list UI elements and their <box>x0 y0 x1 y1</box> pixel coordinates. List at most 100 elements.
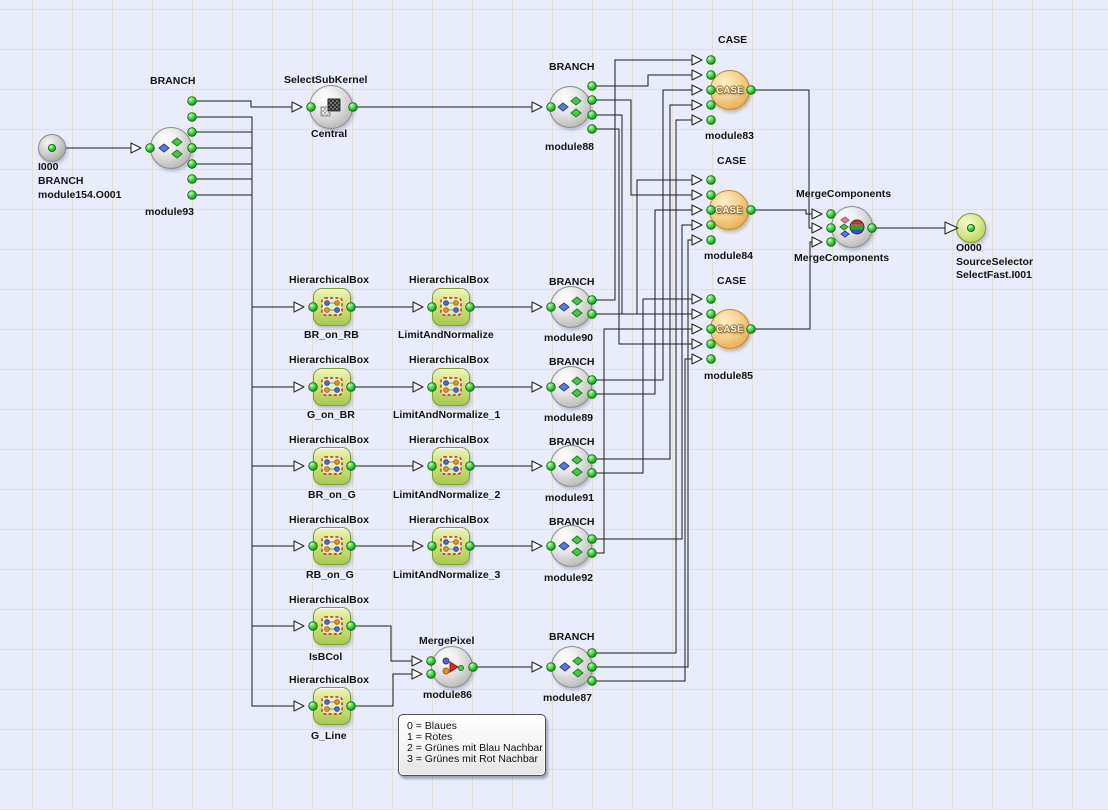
input-port-dot[interactable] <box>706 175 716 185</box>
input-arrow-icon <box>691 69 703 81</box>
node-name: MergeComponents <box>794 252 890 264</box>
branch-node-module88[interactable] <box>549 86 591 128</box>
node-name: RB_on_G <box>306 569 354 581</box>
output-port-dot[interactable] <box>187 174 197 184</box>
wire <box>592 298 692 474</box>
legend-note[interactable]: 0 = Blaues 1 = Rotes 2 = Grünes mit Blau… <box>398 714 546 776</box>
hierarchicalbox-node-limitandnormalize[interactable] <box>432 288 470 326</box>
wire <box>592 128 692 345</box>
branch-icon <box>158 137 183 159</box>
output-node-id: O000 <box>956 242 982 254</box>
hierarchical-box-icon <box>321 536 343 555</box>
node-name: LimitAndNormalize_3 <box>393 569 501 581</box>
branch-node-module87[interactable] <box>551 646 593 688</box>
legend-line: 1 = Rotes <box>407 731 453 743</box>
output-port-dot[interactable] <box>587 81 597 91</box>
wire <box>192 131 294 388</box>
output-port-dot[interactable] <box>187 112 197 122</box>
node-title: HierarchicalBox <box>409 434 489 446</box>
wire <box>592 99 692 196</box>
node-title: HierarchicalBox <box>289 434 369 446</box>
input-port-dot[interactable] <box>706 294 716 304</box>
node-name: IsBCol <box>309 651 343 663</box>
hierarchicalbox-node-g_on_br[interactable] <box>313 368 351 406</box>
input-arrow-icon <box>531 101 543 113</box>
output-port-dot[interactable] <box>187 190 197 200</box>
hierarchicalbox-node-br_on_rb[interactable] <box>313 288 351 326</box>
wire <box>751 209 812 215</box>
input-port-dot[interactable] <box>706 55 716 65</box>
output-node-label: O000 SourceSelector SelectFast.I001 <box>956 242 1033 283</box>
node-name: module93 <box>145 206 195 218</box>
node-name: module89 <box>544 412 594 424</box>
branch-node-module89[interactable] <box>550 366 592 408</box>
branch-node-module90[interactable] <box>550 286 592 328</box>
mergecomponents-node[interactable] <box>831 206 873 248</box>
hierarchical-box-icon <box>321 297 343 316</box>
input-arrow-icon <box>130 142 142 154</box>
wire <box>592 358 692 682</box>
branch-icon <box>559 656 584 678</box>
branch-icon <box>558 535 583 557</box>
hierarchicalbox-node-limitandnormalize_2[interactable] <box>432 447 470 485</box>
wire <box>192 163 294 547</box>
node-name: Central <box>311 128 348 140</box>
hierarchical-box-icon <box>440 456 462 475</box>
hierarchicalbox-node-br_on_g[interactable] <box>313 447 351 485</box>
wire <box>592 328 692 554</box>
output-port-dot[interactable] <box>187 96 197 106</box>
input-node-i000[interactable] <box>38 134 66 162</box>
input-arrow-icon <box>293 540 305 552</box>
legend-line: 0 = Blaues <box>407 720 457 732</box>
output-port-dot[interactable] <box>187 159 197 169</box>
input-arrow-icon <box>691 174 703 186</box>
output-port-dot[interactable] <box>187 127 197 137</box>
mergepixel-node-module86[interactable] <box>431 646 473 688</box>
node-name: module86 <box>423 689 473 701</box>
case-node-module84[interactable]: CASE <box>709 190 749 230</box>
hierarchical-box-icon <box>321 696 343 715</box>
node-name: module84 <box>704 250 754 262</box>
input-arrow-icon <box>691 234 703 246</box>
input-arrow-icon <box>293 460 305 472</box>
case-node-module85[interactable]: CASE <box>710 309 750 349</box>
hierarchicalbox-node-limitandnormalize_1[interactable] <box>432 368 470 406</box>
input-arrow-icon <box>811 208 823 220</box>
node-title: HierarchicalBox <box>289 514 369 526</box>
output-node-type: SourceSelector <box>956 255 1034 268</box>
input-arrow-icon <box>531 381 543 393</box>
node-name: LimitAndNormalize <box>398 329 494 341</box>
hierarchicalbox-node-isbcol[interactable] <box>313 607 351 645</box>
node-title: HierarchicalBox <box>289 594 369 606</box>
branch-node-module93[interactable] <box>150 127 192 169</box>
input-arrow-icon <box>412 381 424 393</box>
node-name: module88 <box>545 141 595 153</box>
output-node-o000[interactable] <box>956 213 986 243</box>
node-name: G_Line <box>311 730 347 742</box>
node-name: BR_on_G <box>308 489 356 501</box>
input-arrow-icon <box>293 301 305 313</box>
input-arrow-icon <box>293 620 305 632</box>
case-node-module83[interactable]: CASE <box>710 70 750 110</box>
wire <box>592 179 692 315</box>
hierarchicalbox-node-rb_on_g[interactable] <box>313 527 351 565</box>
input-node-port: module154.O001 <box>38 189 122 201</box>
input-arrow-icon <box>412 460 424 472</box>
branch-node-module92[interactable] <box>550 525 592 567</box>
node-name: LimitAndNormalize_1 <box>393 409 501 421</box>
input-arrow-icon <box>412 540 424 552</box>
selectsubkernel-node-central[interactable] <box>309 85 353 129</box>
hierarchicalbox-node-g_line[interactable] <box>313 687 351 725</box>
input-arrow-icon <box>531 661 543 673</box>
node-name: LimitAndNormalize_2 <box>393 489 501 501</box>
input-port-dot[interactable] <box>706 354 716 364</box>
node-title: HierarchicalBox <box>409 274 489 286</box>
branch-node-module91[interactable] <box>550 445 592 487</box>
hierarchicalbox-node-limitandnormalize_3[interactable] <box>432 527 470 565</box>
input-port-dot[interactable] <box>706 115 716 125</box>
output-port-dot[interactable] <box>587 124 597 134</box>
input-port-dot[interactable] <box>706 235 716 245</box>
wire <box>592 104 692 460</box>
wire <box>592 209 692 395</box>
